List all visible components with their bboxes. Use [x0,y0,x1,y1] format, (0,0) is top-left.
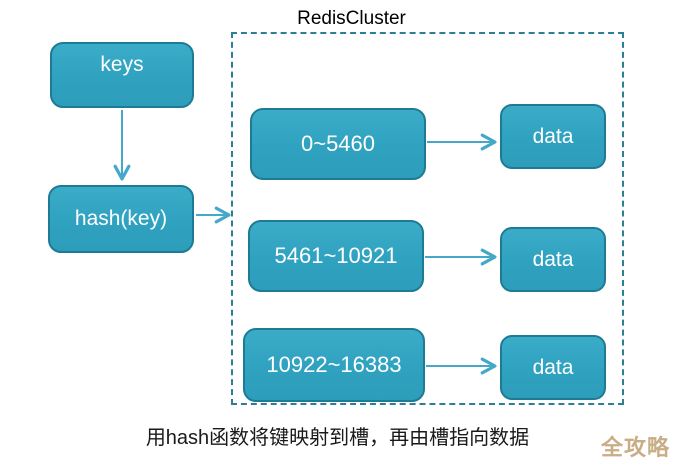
cluster-title: RedisCluster [297,8,406,29]
data-label: data [532,124,574,148]
keys-label: keys [100,53,144,76]
redis-cluster-container [231,32,624,405]
slot-range-box: 10922~16383 [243,328,425,402]
caption: 用hash函数将键映射到槽，再由槽指向数据 [145,427,530,449]
data-box: data [500,227,606,292]
slot-range-label: 5461~10921 [274,243,398,268]
slot-range-box: 5461~10921 [248,220,424,292]
data-box: data [500,104,606,169]
keys-box: keys [50,42,194,108]
slot-range-label: 10922~16383 [266,352,402,377]
hash-key-label: hash(key) [74,207,168,230]
data-label: data [532,247,574,271]
watermark: 全攻略 [600,435,670,460]
data-box: data [500,335,606,400]
hash-key-box: hash(key) [48,185,194,253]
data-label: data [532,355,574,379]
slot-range-label: 0~5460 [300,131,376,156]
slot-range-box: 0~5460 [250,108,426,180]
